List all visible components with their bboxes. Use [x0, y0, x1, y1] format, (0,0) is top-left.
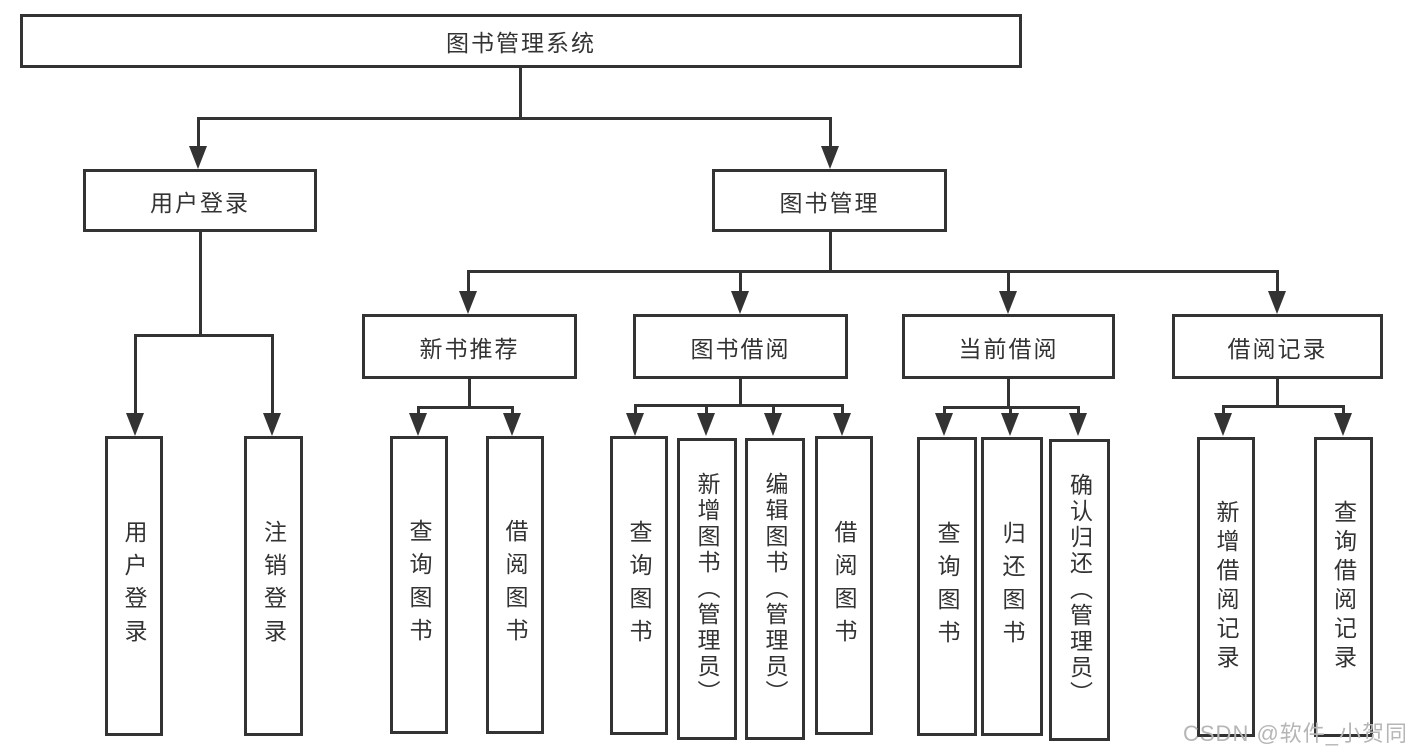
connector-bookmgmt-rail [467, 270, 1278, 273]
node-bb-edit: 编辑图书（管理员） [745, 438, 805, 740]
arrowhead [1069, 413, 1087, 436]
connector-current-drop-3 [1077, 406, 1080, 416]
connector-borrow-drop-4 [841, 404, 844, 416]
arrowhead [833, 413, 851, 436]
node-root: 图书管理系统 [20, 14, 1022, 68]
arrowhead [263, 413, 281, 436]
csdn-watermark: CSDN @软件_小贺同学 [1183, 721, 1405, 746]
node-current: 当前借阅 [902, 314, 1115, 379]
connector-records-drop-1 [1222, 405, 1225, 416]
connector-userlogin-drop-1 [134, 334, 137, 414]
connector-bookmgmt-drop-2 [739, 270, 742, 292]
connector-root-stem [519, 68, 522, 118]
node-rec-query: 查询图书 [390, 436, 448, 734]
arrowhead [999, 291, 1017, 314]
arrowhead [1214, 413, 1232, 436]
node-user-login: 用户登录 [83, 169, 317, 232]
node-br-query: 查询借阅记录 [1314, 437, 1373, 737]
connector-bookmgmt-drop-1 [467, 270, 470, 292]
connector-root-rail [197, 117, 831, 120]
connector-newrec-drop-2 [511, 406, 514, 416]
node-logout: 注销登录 [244, 436, 303, 736]
arrowhead [731, 291, 749, 314]
connector-current-drop-2 [1009, 406, 1012, 416]
arrowhead [1001, 413, 1019, 436]
connector-root-drop-right [829, 117, 832, 149]
connector-newrec-drop-1 [417, 406, 420, 416]
connector-userlogin-stem [199, 232, 202, 336]
node-bb-add: 新增图书（管理员） [677, 438, 737, 740]
arrowhead [189, 146, 207, 169]
node-bb-borrow: 借阅图书 [815, 436, 873, 735]
connector-bookmgmt-stem [829, 232, 832, 273]
connector-records-rail [1222, 405, 1344, 408]
connector-borrow-drop-2 [705, 404, 708, 416]
node-records: 借阅记录 [1172, 314, 1383, 379]
node-new-rec: 新书推荐 [362, 314, 577, 379]
arrowhead [626, 413, 644, 436]
arrowhead [935, 413, 953, 436]
connector-root-drop-left [197, 117, 200, 149]
node-cb-confirm: 确认归还（管理员） [1049, 439, 1110, 741]
node-borrow: 图书借阅 [633, 314, 848, 379]
connector-bookmgmt-drop-3 [1007, 270, 1010, 292]
node-rec-borrow: 借阅图书 [486, 436, 544, 734]
connector-borrow-drop-1 [634, 404, 637, 416]
connector-newrec-rail [417, 406, 513, 409]
connector-records-stem [1276, 379, 1279, 408]
node-cb-return: 归还图书 [981, 437, 1043, 736]
arrowhead [764, 413, 782, 436]
node-bb-query: 查询图书 [610, 436, 668, 735]
node-cb-query: 查询图书 [917, 437, 977, 736]
arrowhead [1268, 291, 1286, 314]
arrowhead [503, 413, 521, 436]
connector-borrow-stem [739, 379, 742, 407]
node-book-mgmt: 图书管理 [712, 169, 947, 232]
connector-borrow-rail [634, 404, 843, 407]
arrowhead [697, 413, 715, 436]
arrowhead [1334, 413, 1352, 436]
connector-userlogin-rail [134, 334, 273, 337]
arrowhead [459, 291, 477, 314]
node-br-add: 新增借阅记录 [1197, 437, 1255, 737]
node-login: 用户登录 [105, 436, 163, 736]
connector-newrec-stem [468, 379, 471, 409]
arrowhead [821, 146, 839, 169]
connector-records-drop-2 [1342, 405, 1345, 416]
connector-bookmgmt-drop-4 [1276, 270, 1279, 292]
arrowhead [409, 413, 427, 436]
connector-borrow-drop-3 [772, 404, 775, 416]
arrowhead [126, 413, 144, 436]
connector-current-drop-1 [943, 406, 946, 416]
connector-current-stem [1007, 379, 1010, 409]
connector-userlogin-drop-2 [271, 334, 274, 414]
